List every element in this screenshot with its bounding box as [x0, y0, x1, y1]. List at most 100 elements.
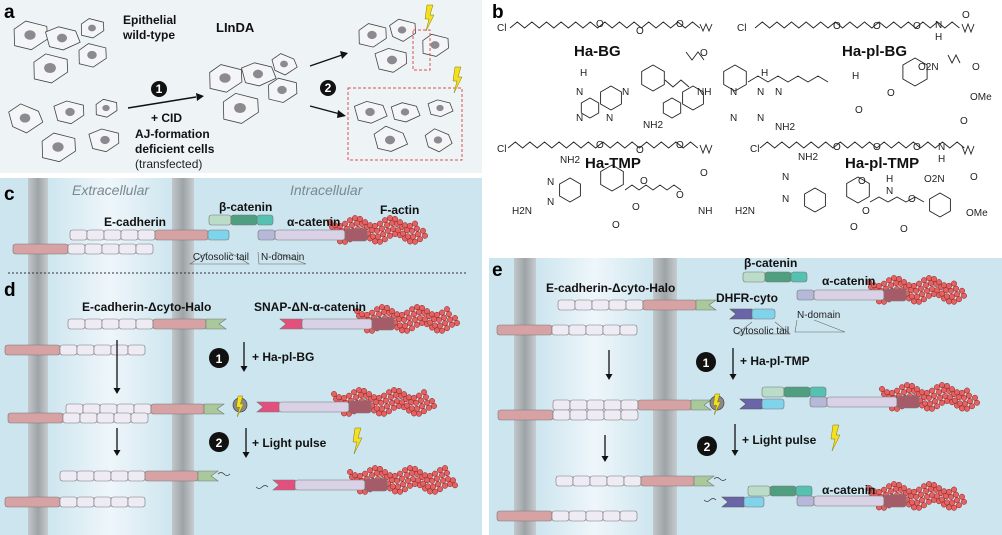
alpha-catenin-label-e: α-catenin [822, 274, 875, 288]
ectodomain-repeat [555, 475, 574, 487]
snap-tag [272, 479, 296, 491]
cid-label: + CID [151, 111, 182, 125]
actin-bead [866, 485, 872, 491]
actin-bead [422, 232, 428, 239]
ectodomain-repeat [76, 344, 95, 356]
actin-bead [413, 399, 419, 406]
actin-bead [886, 483, 892, 490]
alpha-catenin-actin-binding [883, 288, 907, 302]
actin-bead [390, 483, 396, 490]
ectodomain-repeat [603, 399, 622, 411]
diagram-shapes [4, 4, 980, 522]
actin-bead [336, 394, 342, 401]
ectodomain-repeat [93, 344, 112, 356]
actin-bead [353, 394, 359, 401]
actin-bead [959, 493, 965, 500]
actin-bead [879, 386, 885, 392]
atom-label: N [938, 142, 945, 153]
actin-bead [384, 222, 390, 229]
ha-pl-tmp-step-label: + Ha-pl-TMP [740, 354, 810, 368]
atom-label: O [887, 88, 895, 99]
cytosolic-tail [761, 398, 785, 410]
ectodomain-repeat [103, 229, 122, 241]
bond-chain [747, 75, 829, 83]
actin-bead [914, 293, 920, 300]
ectodomain-repeat [82, 403, 101, 415]
ectodomain-repeat [133, 403, 152, 415]
ectodomain-repeat [69, 229, 88, 241]
arrow-shaft [127, 96, 197, 109]
actin-bead [405, 233, 411, 240]
cytosolic-tail [743, 496, 765, 508]
actin-bead [953, 491, 959, 498]
actin-bead [354, 308, 360, 314]
arrow-head [240, 366, 248, 372]
actin-bead [896, 275, 902, 282]
actin-bead [881, 280, 887, 287]
actin-bead [416, 392, 422, 399]
actin-bead [913, 287, 919, 294]
alpha-catenin-actin-binding [883, 494, 907, 508]
actin-bead [919, 497, 925, 504]
actin-bead [929, 387, 935, 394]
actin-bead [429, 477, 435, 484]
halo-tag [205, 318, 227, 330]
cell-nucleus [19, 113, 31, 123]
n-domain-label: N-domain [261, 252, 304, 263]
actin-bead [924, 493, 930, 500]
arrow-head [113, 388, 121, 394]
cleaved-linker [255, 485, 269, 489]
actin-bead [410, 233, 416, 240]
actin-bead [381, 410, 387, 417]
actin-bead [349, 222, 355, 229]
ectodomain-repeat [603, 409, 622, 421]
cytosolic-tail-label-e: Cytosolic tail [733, 326, 789, 337]
construct-snap-catenin-label: SNAP-ΔN-α-catenin [254, 300, 366, 314]
cell-nucleus [44, 62, 56, 74]
actin-bead [919, 389, 925, 396]
actin-bead [370, 233, 376, 240]
cell-nucleus [219, 73, 231, 83]
ectodomain-repeat [59, 470, 78, 482]
actin-bead [417, 236, 423, 243]
actin-bead [410, 476, 416, 482]
actin-bead [919, 291, 925, 298]
arrow-head [601, 456, 609, 462]
actin-bead [412, 316, 418, 323]
cell-nucleus [56, 33, 68, 43]
actin-bead [937, 394, 943, 401]
actin-bead [444, 470, 450, 477]
actin-bead [427, 472, 433, 479]
cadherin-transmembrane [154, 229, 209, 241]
ectodomain-repeat [101, 243, 120, 255]
actin-bead [916, 486, 922, 493]
actin-bead [426, 404, 432, 411]
actin-bead [949, 499, 955, 506]
ectodomain-repeat [620, 399, 639, 411]
actin-bead [399, 399, 405, 406]
alpha-catenin-body [294, 479, 366, 491]
arrow-head [113, 450, 121, 456]
halo-tag [203, 403, 225, 415]
actin-bead [956, 296, 962, 303]
actin-bead [380, 231, 386, 238]
atom-label: O2N [924, 174, 945, 185]
ha-pl-bg-step-label: + Ha-pl-BG [252, 350, 314, 364]
deficient-label-2: deficient cells [135, 142, 215, 156]
actin-bead [957, 400, 963, 407]
cadherin-transmembrane [496, 324, 553, 336]
ectodomain-repeat [569, 399, 588, 411]
actin-bead [923, 488, 929, 495]
wildtype-label-1: Epithelial [123, 13, 176, 27]
actin-bead [362, 219, 368, 226]
cell-nucleus [88, 24, 96, 32]
actin-bead [401, 391, 407, 398]
actin-bead [442, 465, 448, 472]
construct-cadherin-halo-label-e: E-cadherin-Δcyto-Halo [546, 281, 675, 295]
aromatic-ring [902, 57, 928, 87]
actin-bead [412, 238, 418, 245]
aromatic-ring [682, 85, 704, 111]
atom-label: O [676, 190, 684, 201]
ectodomain-repeat [62, 412, 81, 424]
cadherin-transmembrane [637, 399, 692, 411]
